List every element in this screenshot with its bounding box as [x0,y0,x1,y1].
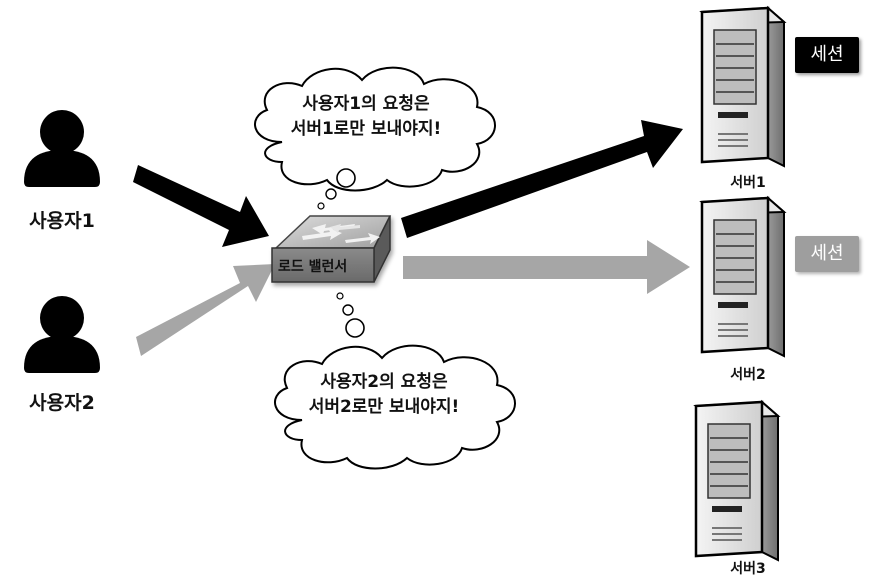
route-to-server-1-arrow [401,120,683,238]
server-2-label: 서버2 [730,367,766,383]
server-1-icon [700,6,786,168]
bubble-2-text: 사용자2의 요청은 서버2로만 보내야지! [264,370,504,420]
bubble-2-dot-large [345,318,365,338]
route-to-server-2-arrow [403,240,690,294]
bubble-2-dot-small [336,292,344,300]
user-1-label: 사용자1 [29,210,95,232]
bubble-1-dot-small [317,202,325,210]
server-1-label: 서버1 [730,175,766,191]
bubble-1-line-2: 서버1로만 보내야지! [290,119,442,139]
server-3-icon [694,400,780,562]
bubble-2-line-1: 사용자2의 요청은 [320,372,448,392]
user-1-request-arrow [133,165,269,247]
load-balancer-icon [271,215,392,283]
bubble-2-line-2: 서버2로만 보내야지! [308,397,460,417]
user-2-request-arrow [136,264,275,356]
bubble-1-text: 사용자1의 요청은 서버1로만 보내야지! [246,92,486,142]
bubble-1-dot-large [336,168,356,188]
load-balancer-label: 로드 밸런서 [278,259,348,275]
user-1-icon [24,110,100,187]
session-badge-server-2: 세션 [795,236,859,272]
server-2-icon [700,196,786,358]
bubble-2-dot-medium [342,304,354,316]
user-2-label: 사용자2 [29,392,95,414]
bubble-1-dot-medium [325,188,337,200]
user-2-icon [24,296,100,373]
bubble-1-line-1: 사용자1의 요청은 [302,94,430,114]
server-3-label: 서버3 [730,561,766,577]
session-badge-server-1: 세션 [795,37,859,73]
